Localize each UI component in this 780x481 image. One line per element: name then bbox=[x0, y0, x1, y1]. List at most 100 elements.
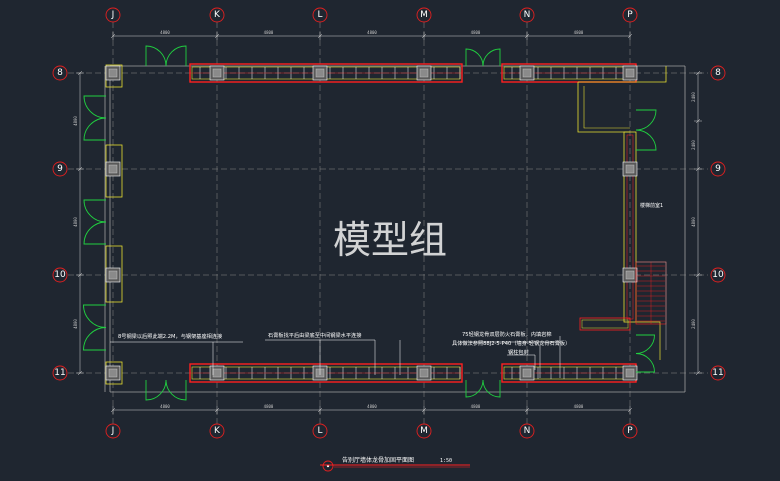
note-detail-reference: 具体做法参照88J2-5-P40（墙身-轻钢龙骨石膏板） bbox=[452, 339, 570, 347]
column-7 bbox=[209, 365, 225, 381]
dimension-lines bbox=[76, 32, 702, 414]
dim-left-2: 4800 bbox=[73, 319, 78, 329]
axis-bottom-J-label: J bbox=[111, 426, 115, 436]
door-left-2 bbox=[83, 199, 107, 245]
column-6 bbox=[105, 365, 121, 381]
column-2 bbox=[312, 65, 328, 81]
column-1 bbox=[209, 65, 225, 81]
axis-left-8-label: 8 bbox=[57, 68, 63, 78]
room-label: 楼梯前室1 bbox=[640, 202, 663, 209]
axis-left-8: 8 bbox=[52, 65, 68, 81]
axis-left-11-label: 11 bbox=[54, 368, 65, 378]
axis-bottom-K: K bbox=[209, 423, 225, 439]
column-0 bbox=[105, 65, 121, 81]
dimension-texts: 4800 4800 4800 4800 4800 4800 4800 4800 4800 4800… bbox=[73, 30, 696, 409]
axis-bottom-L-label: L bbox=[317, 426, 322, 436]
axis-bottom-N: N bbox=[519, 423, 535, 439]
dim-bottom-0: 4800 bbox=[160, 404, 170, 409]
axis-bottom-J: J bbox=[105, 423, 121, 439]
dim-top-1: 4800 bbox=[264, 30, 274, 35]
axis-bottom-M: M bbox=[416, 423, 432, 439]
title-symbol bbox=[322, 460, 334, 472]
axis-right-9: 9 bbox=[710, 161, 726, 177]
reinforced-walls bbox=[189, 63, 637, 383]
dim-bottom-4: 4800 bbox=[574, 404, 584, 409]
columns bbox=[105, 65, 638, 381]
axis-bottom-M-label: M bbox=[420, 426, 428, 436]
axis-top-M: M bbox=[416, 7, 432, 23]
column-3 bbox=[416, 65, 432, 81]
leader-lines bbox=[110, 336, 561, 378]
axis-bottom-N-label: N bbox=[524, 426, 531, 436]
exterior-outline bbox=[104, 65, 686, 393]
axis-bottom-P-label: P bbox=[627, 426, 633, 436]
note-keel-spec: 75轻钢龙骨双层防火石膏板，内填岩棉 bbox=[462, 330, 552, 338]
door-right-2 bbox=[635, 334, 655, 373]
axis-left-9-label: 9 bbox=[57, 164, 63, 174]
axis-top-N-label: N bbox=[524, 10, 531, 20]
axis-top-K: K bbox=[209, 7, 225, 23]
axis-right-8-label: 8 bbox=[715, 68, 721, 78]
axis-right-8: 8 bbox=[710, 65, 726, 81]
column-12 bbox=[105, 161, 121, 177]
axis-bottom-L: L bbox=[312, 423, 328, 439]
door-left-3 bbox=[83, 304, 107, 351]
dim-top-3: 4800 bbox=[471, 30, 481, 35]
axis-left-11: 11 bbox=[52, 365, 68, 381]
axis-right-10: 10 bbox=[710, 267, 726, 283]
dim-left-1: 4800 bbox=[73, 217, 78, 227]
column-10 bbox=[519, 365, 535, 381]
dim-left-0: 4800 bbox=[73, 116, 78, 126]
axis-top-J-label: J bbox=[111, 10, 115, 20]
column-4 bbox=[519, 65, 535, 81]
door-left-1 bbox=[83, 95, 107, 141]
axis-left-10: 10 bbox=[52, 267, 68, 283]
axis-right-11: 11 bbox=[710, 365, 726, 381]
dim-bottom-3: 4800 bbox=[471, 404, 481, 409]
door-top-1 bbox=[145, 45, 187, 67]
dim-right-0: 2400 bbox=[691, 92, 696, 102]
dim-right-2: 4800 bbox=[691, 217, 696, 227]
axis-top-J: J bbox=[105, 7, 121, 23]
axis-top-N: N bbox=[519, 7, 535, 23]
column-11 bbox=[622, 365, 638, 381]
note-column-wrap: 钢柱包封 bbox=[508, 348, 529, 356]
axis-top-K-label: K bbox=[214, 10, 221, 20]
axis-top-L: L bbox=[312, 7, 328, 23]
axis-top-M-label: M bbox=[420, 10, 428, 20]
note-gypsum-leveling: 石膏板找平后由梁底至中间钢梁水平连接 bbox=[268, 331, 361, 339]
axis-left-10-label: 10 bbox=[54, 270, 66, 280]
column-15 bbox=[622, 267, 638, 283]
dim-right-3: 2400 bbox=[691, 319, 696, 329]
axis-bottom-K-label: K bbox=[214, 426, 221, 436]
axis-right-10-label: 10 bbox=[712, 270, 724, 280]
axis-top-L-label: L bbox=[317, 10, 322, 20]
axis-left-9: 9 bbox=[52, 161, 68, 177]
column-14 bbox=[622, 161, 638, 177]
drawing-title: 告别厅墙体龙骨加固平面图 bbox=[342, 456, 414, 464]
dim-top-0: 4800 bbox=[160, 30, 170, 35]
column-9 bbox=[416, 365, 432, 381]
dim-top-2: 4800 bbox=[367, 30, 377, 35]
column-5 bbox=[622, 65, 638, 81]
watermark: 模型组 bbox=[333, 218, 447, 262]
axis-bubbles: J J K K L L M M N N P P 8 8 9 9 10 10 11 11 bbox=[52, 7, 726, 439]
axis-top-P: P bbox=[622, 7, 638, 23]
door-top-2 bbox=[465, 48, 501, 67]
dim-bottom-1: 4800 bbox=[264, 404, 274, 409]
column-13 bbox=[105, 267, 121, 283]
dim-right-1: 2400 bbox=[691, 140, 696, 150]
dim-top-4: 4800 bbox=[574, 30, 584, 35]
drawing-scale: 1:50 bbox=[440, 458, 452, 464]
axis-right-9-label: 9 bbox=[715, 164, 721, 174]
door-bottom-1 bbox=[145, 379, 187, 401]
axis-bottom-P: P bbox=[622, 423, 638, 439]
stair bbox=[635, 261, 667, 350]
axis-right-11-label: 11 bbox=[712, 368, 723, 378]
note-beam-connection: 8号钢梁以后照此端2.2M，与钢架基座相连接 bbox=[118, 332, 222, 340]
top-wall-left bbox=[189, 63, 463, 83]
dim-bottom-2: 4800 bbox=[367, 404, 377, 409]
door-bottom-2 bbox=[465, 379, 501, 398]
door-right-1 bbox=[635, 109, 657, 151]
